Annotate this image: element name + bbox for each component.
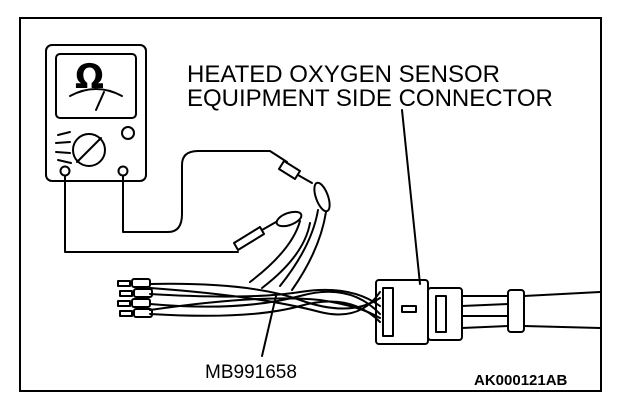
- dial-pointer: [76, 137, 102, 163]
- ohm-symbol: Ω: [75, 57, 104, 97]
- meter-needle: [95, 91, 105, 111]
- test-lead-left: [64, 175, 239, 253]
- harness-lead-1: [249, 220, 301, 283]
- harness-lead-3: [279, 209, 319, 287]
- harness-lead-4: [291, 211, 327, 291]
- equipment-side-connector: [375, 279, 463, 345]
- ohm-jack: [117, 165, 129, 177]
- sensor-harness: [461, 289, 601, 333]
- tool-leader-line: [261, 295, 277, 357]
- harness-terminals: [117, 278, 153, 318]
- ohmmeter-icon: [45, 44, 147, 182]
- range-dial: [72, 133, 106, 167]
- figure-code: AK000121AB: [474, 372, 568, 389]
- callout-leader-line: [401, 109, 421, 285]
- test-lead-right: [122, 150, 288, 233]
- check-harness-wires: [149, 282, 381, 323]
- com-jack: [59, 165, 71, 177]
- callout-label-line1: HEATED OXYGEN SENSOR: [187, 61, 500, 88]
- test-probe-lower: [233, 210, 303, 251]
- adjust-knob: [121, 126, 135, 140]
- meter-body: [45, 44, 147, 182]
- dial-ticks: [55, 131, 72, 164]
- meter-scale-arc: [69, 88, 123, 97]
- meter-display: [55, 53, 137, 119]
- callout-label-line2: EQUIPMENT SIDE CONNECTOR: [187, 85, 553, 112]
- harness-lead-2: [261, 222, 311, 289]
- test-probe-upper: [278, 160, 331, 213]
- tool-label: MB991658: [205, 362, 297, 383]
- figure-frame: [19, 17, 602, 392]
